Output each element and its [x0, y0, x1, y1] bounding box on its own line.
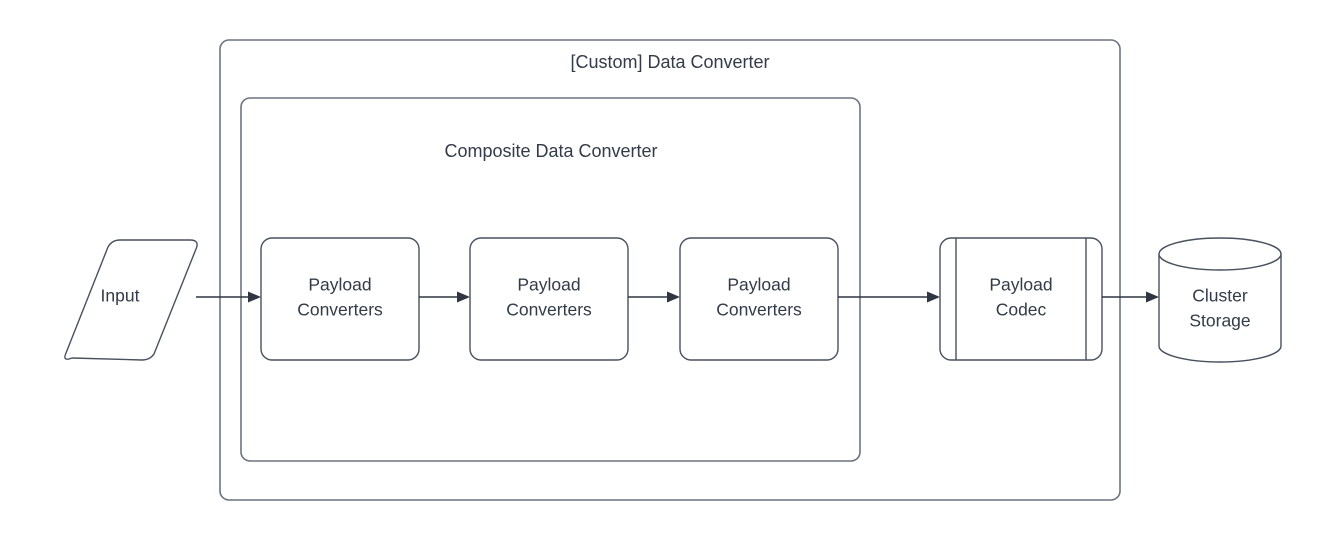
connector-payload-codec-to-cluster-storage [1102, 291, 1159, 303]
node-payload-codec-label-line2: Codec [996, 300, 1047, 320]
node-payload-converters-2-label-line2: Converters [506, 300, 592, 320]
node-payload-converters-2[interactable] [469, 237, 629, 361]
outer-container-custom-data-converter[interactable] [219, 39, 1121, 501]
connector-converter-2-to-converter-3 [628, 291, 680, 303]
node-payload-converters-1-label-line1: Payload [308, 275, 371, 295]
node-payload-converters-3[interactable] [679, 237, 839, 361]
node-cluster-storage-label-line1: Cluster [1192, 286, 1248, 306]
node-payload-converters-1-label-line2: Converters [297, 300, 383, 320]
node-payload-converters-2-label-line1: Payload [517, 275, 580, 295]
node-input-shape[interactable] [64, 239, 198, 361]
node-input-label: Input [101, 286, 140, 306]
outer-container-label: [Custom] Data Converter [570, 52, 769, 72]
connector-converter-1-to-converter-2 [419, 291, 470, 303]
node-cluster-storage[interactable] [1158, 237, 1282, 363]
node-cluster-storage-label-line2: Storage [1189, 311, 1250, 331]
connector-input-to-converter-1 [196, 291, 261, 303]
inner-container-composite-data-converter[interactable] [240, 97, 861, 462]
node-payload-codec[interactable] [939, 237, 1103, 361]
node-payload-converters-3-label-line2: Converters [716, 300, 802, 320]
node-payload-converters-3-label-line1: Payload [727, 275, 790, 295]
cluster-storage-top-ellipse [1158, 237, 1282, 271]
inner-container-label: Composite Data Converter [444, 141, 657, 161]
node-payload-codec-label-line1: Payload [989, 275, 1052, 295]
connector-converter-3-to-payload-codec [838, 291, 940, 303]
node-payload-converters-1[interactable] [260, 237, 420, 361]
